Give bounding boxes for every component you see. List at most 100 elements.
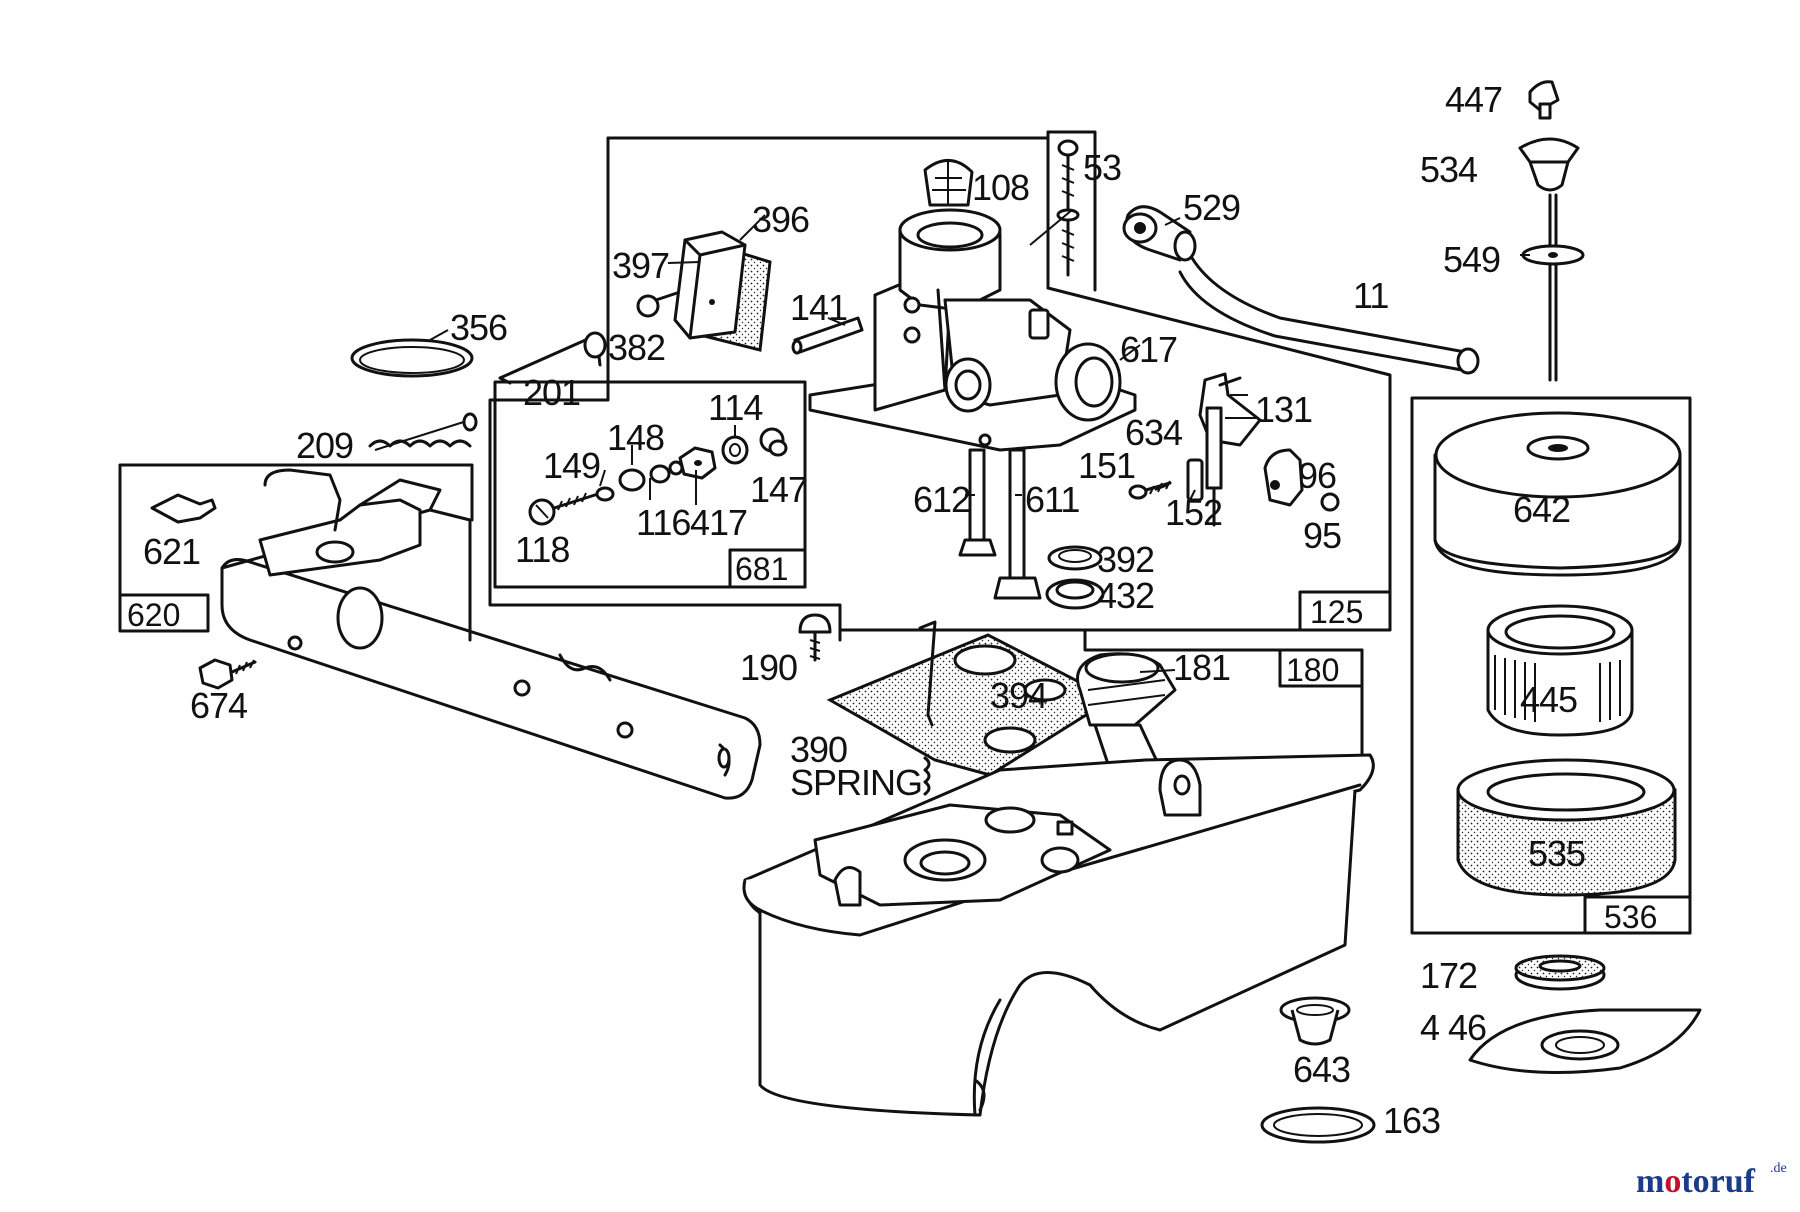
part-114-147-washers [721,427,788,465]
part-201-link [498,331,607,385]
callout-96: 96 [1298,455,1336,496]
group-box-681: 681 [493,380,807,589]
callout-634: 634 [1125,412,1182,453]
callout-131: 131 [1255,389,1312,430]
callout-642: 642 [1513,489,1570,530]
callout-190: 190 [740,647,797,688]
callout-397: 397 [612,245,669,286]
watermark-suffix: .de [1770,1161,1787,1176]
part-382-screw [636,290,682,318]
callout-11: 11 [1353,275,1388,316]
part-151-152-pins [1128,458,1204,502]
part-447-screw [1528,80,1560,120]
callout-394: 394 [990,675,1047,716]
callout-611: 611 [1025,479,1079,520]
callout-445: 445 [1520,679,1577,720]
callout-209: 209 [296,425,353,466]
part-390-spring [923,756,931,796]
watermark-logo: motoruf .de [1636,1161,1787,1200]
callout-432: 432 [1097,575,1154,616]
callout-95: 95 [1303,515,1341,556]
callout-labels: 447 534 549 53 108 396 397 529 11 356 38… [143,79,1586,1141]
callout-201: 201 [523,372,580,413]
part-535-foam-element [1456,758,1677,897]
callout-674: 674 [190,685,247,726]
part-394-diaphragm [826,620,1113,777]
callout-108: 108 [972,167,1029,208]
box-label-536: 536 [1604,899,1657,935]
box-label-180: 180 [1286,652,1339,688]
part-549-washer [1521,244,1585,266]
callout-382: 382 [608,327,665,368]
box-label-681: 681 [735,551,788,587]
part-190-screw [798,613,832,662]
group-box-180: 180 [1083,628,1364,762]
part-397-block [673,230,747,340]
watermark-o: o [1664,1163,1681,1200]
callout-172: 172 [1420,955,1477,996]
part-163-ring [1260,1106,1376,1144]
callout-147: 147 [750,469,807,510]
callout-spring: SPRING [790,762,922,803]
part-356-ring [350,338,474,378]
callout-148: 148 [607,417,664,458]
part-417-nut [678,446,717,480]
callout-417: 417 [690,502,747,543]
box-label-620: 620 [127,597,180,633]
callout-181: 181 [1173,647,1230,688]
group-box-125: 125 [488,136,1392,642]
callout-141: 141 [790,287,847,328]
part-172-gasket [1514,954,1606,991]
callout-163: 163 [1383,1100,1440,1141]
callout-529: 529 [1183,187,1240,228]
part-643-bushing [1279,996,1351,1046]
callout-392: 392 [1097,539,1154,580]
callout-149: 149 [543,445,600,486]
group-box-620: 620 [118,463,474,633]
callout-621: 621 [143,531,200,572]
choke-control-bracket [220,468,762,800]
box-label-125: 125 [1310,594,1363,630]
callout-116: 116 [636,502,690,543]
callout-53: 53 [1083,147,1121,188]
callout-643: 643 [1293,1049,1350,1090]
part-529-elbow [1122,205,1197,262]
part-445-filter-element [1486,604,1634,737]
part-611-612-bolts [958,448,1042,600]
callout-612: 612 [913,479,970,520]
part-108-shaft [923,159,974,207]
part-118-needle [528,492,600,526]
part-209-spring [368,412,478,451]
callout-446: 4 46 [1420,1007,1486,1048]
part-446-baffle [1468,1008,1702,1074]
callout-356: 356 [450,307,507,348]
callout-152: 152 [1165,492,1222,533]
group-box-53 [1046,130,1097,292]
part-11-fuel-line [1178,256,1480,375]
part-96-95-float [1263,448,1340,512]
part-534-cover-knob [1518,137,1580,382]
carburetor-body [808,208,1137,452]
callout-535: 535 [1528,833,1585,874]
callout-151: 151 [1078,445,1135,486]
part-674-screw [198,658,257,690]
callout-390: 390 [790,729,847,770]
watermark-rest: toruf [1681,1163,1755,1200]
part-53-screw [1056,139,1080,277]
fuel-tank [742,753,1375,1117]
callout-549: 549 [1443,239,1500,280]
part-141-tube [791,316,864,355]
part-131-634-needle [1198,372,1262,527]
callout-114: 114 [708,387,762,428]
group-box-536: 536 [1410,396,1692,935]
callout-534: 534 [1420,149,1477,190]
part-392-432-seals [1045,545,1105,610]
callout-447: 447 [1445,79,1502,120]
callout-118: 118 [515,529,569,570]
watermark-m: m [1636,1163,1664,1200]
part-621-clip [150,493,217,524]
leader-lines [429,209,1530,673]
svg-text:motoruf: motoruf [1636,1163,1756,1200]
